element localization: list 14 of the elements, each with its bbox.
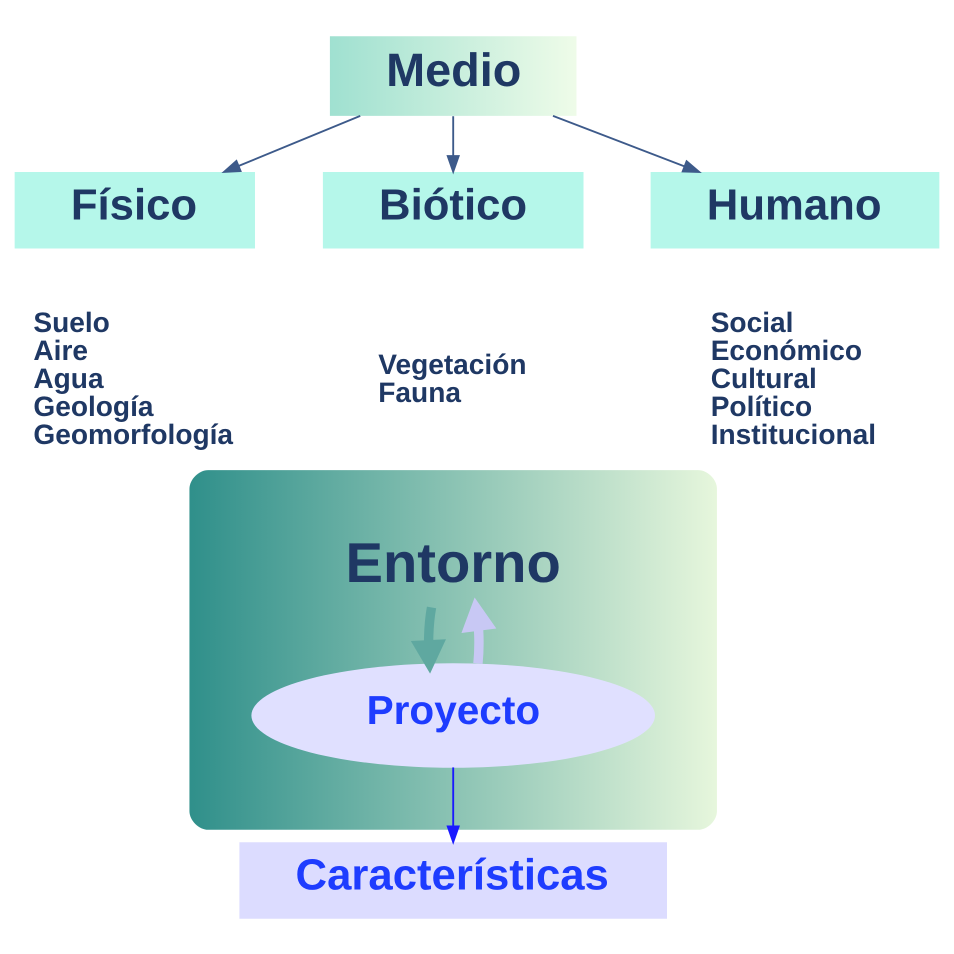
arrow <box>446 116 460 174</box>
node-label: Agua <box>33 362 104 394</box>
node-box: Medio <box>330 36 576 116</box>
node-label: Vegetación <box>378 348 527 380</box>
arrow <box>552 114 702 172</box>
node-ellipse: Proyecto <box>251 662 655 768</box>
node-box: Características <box>239 842 667 918</box>
node-box: Físico <box>14 172 255 248</box>
arrow <box>410 606 446 674</box>
node-box: Biótico <box>322 172 584 248</box>
arrow <box>221 114 361 173</box>
arrow <box>461 596 496 664</box>
arrow <box>446 766 460 844</box>
node-box: Humano <box>650 172 940 248</box>
